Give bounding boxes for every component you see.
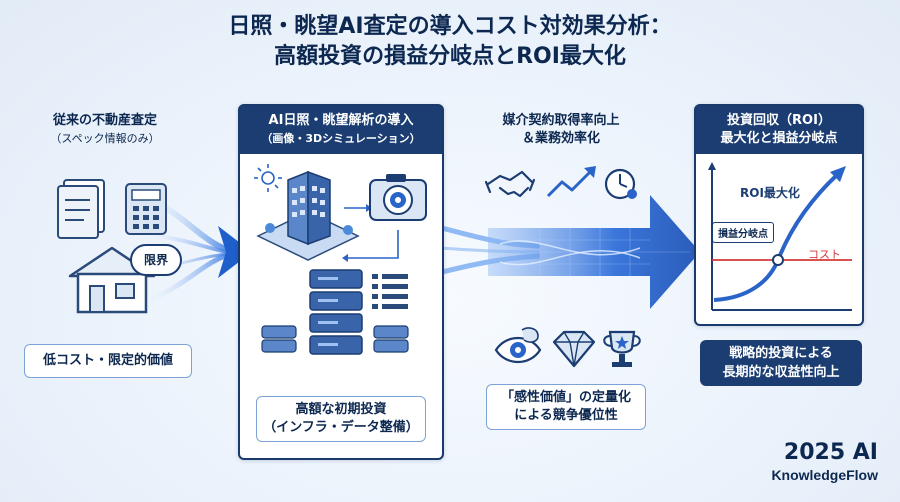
brand-name: KnowledgeFlow bbox=[771, 467, 878, 483]
stage1-heading-line1: 従来の不動産査定 bbox=[52, 113, 157, 128]
building-icon bbox=[256, 170, 360, 261]
stage3-top-icons bbox=[484, 166, 637, 200]
title-line-1: 日照・眺望AI査定の導入コスト対効果分析： bbox=[228, 14, 672, 39]
page-title: 日照・眺望AI査定の導入コスト対効果分析： 高額投資の損益分岐点とROI最大化 bbox=[0, 12, 900, 72]
eye-brain-icon bbox=[494, 327, 542, 364]
stage3-footer: 「感性価値」の定量化 による競争優位性 bbox=[486, 384, 646, 430]
roi-graph bbox=[708, 162, 852, 311]
stage1-heading-line2: （スペック情報のみ） bbox=[50, 132, 160, 145]
roi-max-label: ROI最大化 bbox=[740, 186, 800, 200]
calculator-icon bbox=[125, 183, 167, 235]
arrow-head-left bbox=[218, 226, 252, 278]
stage3-heading: 媒介契約取得率向上 ＆業務効率化 bbox=[476, 112, 646, 148]
sun-icon bbox=[254, 164, 282, 192]
stage3-heading-line1: 媒介契約取得率向上 bbox=[502, 113, 620, 128]
trend-up-icon bbox=[546, 166, 596, 198]
database-icon bbox=[261, 325, 409, 353]
stage4-footer-line1: 戦略的投資による bbox=[729, 346, 833, 361]
document-icon bbox=[57, 179, 105, 239]
stage3-footer-line2: による競争優位性 bbox=[514, 408, 618, 423]
brand-year: 2025 AI bbox=[783, 440, 878, 465]
stage1-footer-text: 低コスト・限定的価値 bbox=[42, 353, 173, 368]
handshake-icon bbox=[484, 170, 536, 198]
stage4-panel: 投資回収（ROI） 最大化と損益分岐点 bbox=[694, 104, 864, 326]
breakeven-label: 損益分岐点 bbox=[712, 222, 774, 243]
stage3-heading-line2: ＆業務効率化 bbox=[521, 131, 600, 146]
limit-badge: 限界 bbox=[130, 244, 182, 276]
stage4-footer-line2: 長期的な収益性向上 bbox=[722, 365, 840, 380]
trophy-icon bbox=[603, 330, 641, 367]
diamond-icon bbox=[552, 330, 596, 368]
stage4-heading-line2: 最大化と損益分岐点 bbox=[720, 131, 838, 146]
brand-logo: 2025 AI KnowledgeFlow bbox=[771, 440, 878, 484]
stage1-footer: 低コスト・限定的価値 bbox=[24, 344, 192, 378]
breakeven-point bbox=[772, 254, 784, 266]
stage2-footer-line1: 高額な初期投資 bbox=[295, 402, 387, 417]
server-icon bbox=[309, 269, 363, 355]
stage2-heading-line1: AI日照・眺望解析の導入 bbox=[268, 113, 414, 128]
stage1-illustration bbox=[57, 179, 167, 314]
stage4-heading: 投資回収（ROI） 最大化と損益分岐点 bbox=[696, 106, 862, 154]
house-icon bbox=[68, 246, 156, 314]
cost-label: コスト bbox=[808, 248, 841, 261]
stage2-illustration bbox=[254, 164, 427, 355]
stage3-footer-line1: 「感性価値」の定量化 bbox=[500, 390, 631, 405]
stage2-footer: 高額な初期投資 （インフラ・データ整備） bbox=[256, 396, 426, 442]
stage1-heading: 従来の不動産査定 （スペック情報のみ） bbox=[30, 112, 180, 148]
camera-icon bbox=[369, 174, 427, 221]
stage4-heading-line1: 投資回収（ROI） bbox=[727, 113, 831, 128]
stage2-heading-line2: （画像・3Dシミュレーション） bbox=[261, 132, 421, 145]
stage2-heading: AI日照・眺望解析の導入 （画像・3Dシミュレーション） bbox=[240, 106, 442, 154]
stage4-footer: 戦略的投資による 長期的な収益性向上 bbox=[700, 340, 862, 386]
title-line-2: 高額投資の損益分岐点とROI最大化 bbox=[274, 44, 626, 69]
clock-gear-icon bbox=[604, 168, 637, 200]
list-icon bbox=[372, 274, 408, 309]
stage3-bottom-icons bbox=[494, 327, 641, 368]
stage2-footer-line2: （インフラ・データ整備） bbox=[263, 420, 419, 435]
